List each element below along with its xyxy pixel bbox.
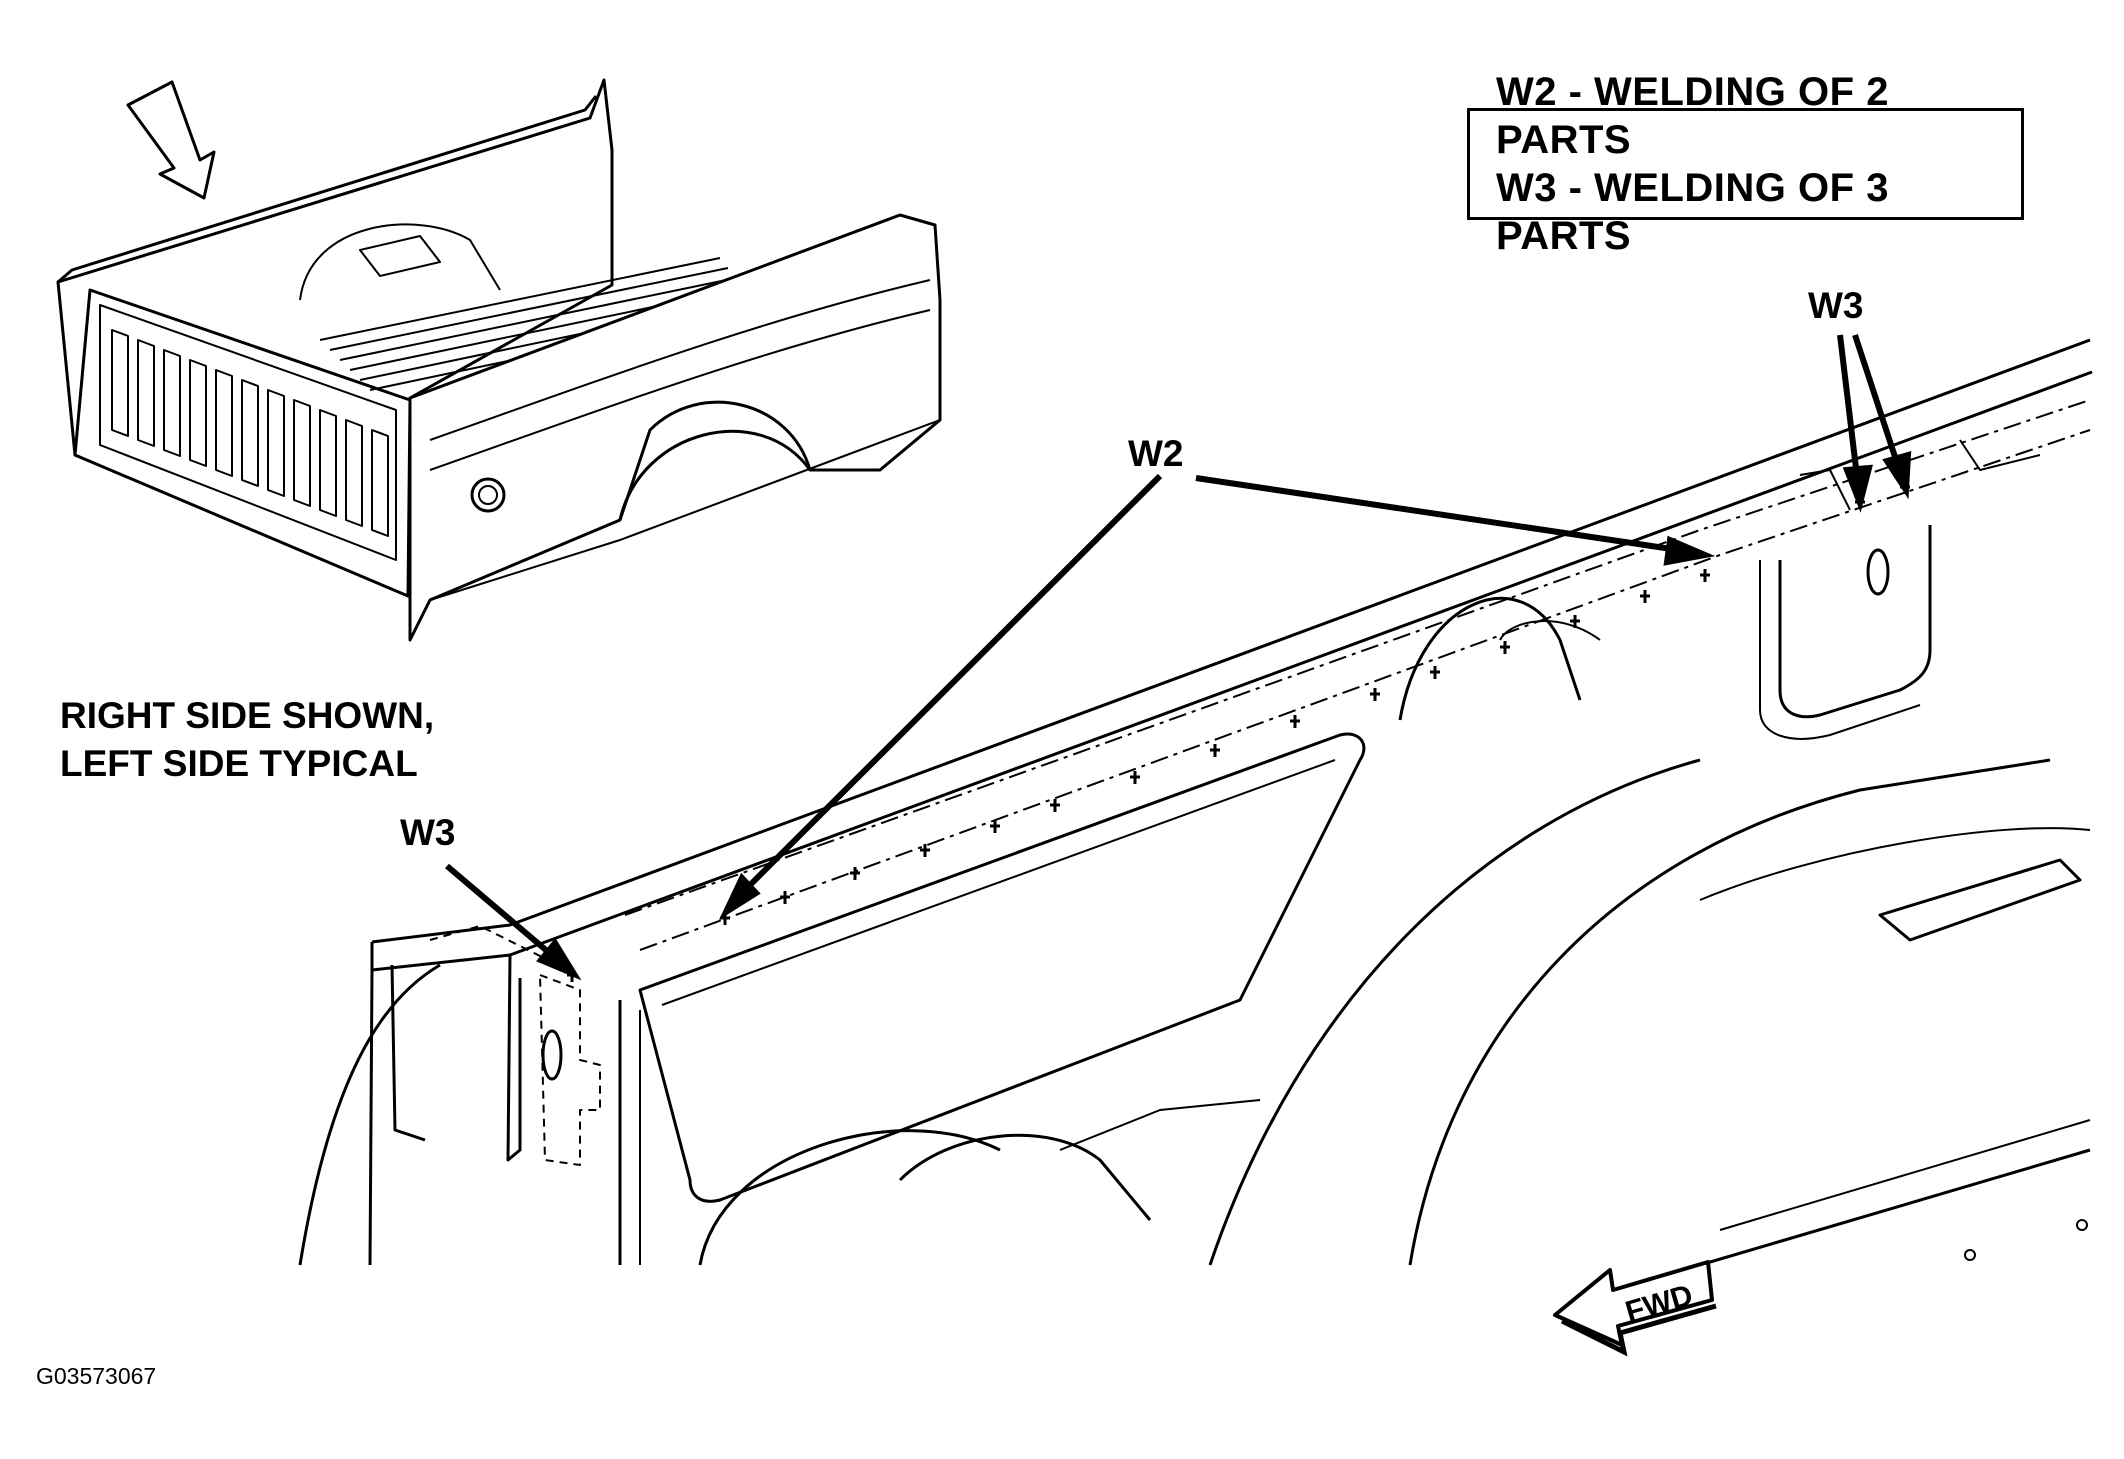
callout-w3-left-label: W3 [400,812,456,853]
view-direction-arrow-icon [126,80,216,200]
callout-w2-label: W2 [1128,433,1184,474]
side-note: RIGHT SIDE SHOWN, LEFT SIDE TYPICAL [60,692,434,788]
side-note-line1: RIGHT SIDE SHOWN, [60,695,435,736]
weld-legend: W2 - WELDING OF 2 PARTS W3 - WELDING OF … [1467,70,2024,258]
legend-w2-line: W2 - WELDING OF 2 PARTS [1496,70,1889,162]
callout-arrows [445,334,1912,981]
figure-id: G03573067 [36,1363,157,1389]
bed-side-detail [298,338,2093,1267]
forward-direction-arrow-icon: FWD [1553,1260,1717,1357]
side-note-line2: LEFT SIDE TYPICAL [60,743,418,784]
truck-bed-inset [56,78,942,642]
callout-w3-right-label: W3 [1808,285,1864,326]
legend-w3-line: W3 - WELDING OF 3 PARTS [1496,166,1889,258]
